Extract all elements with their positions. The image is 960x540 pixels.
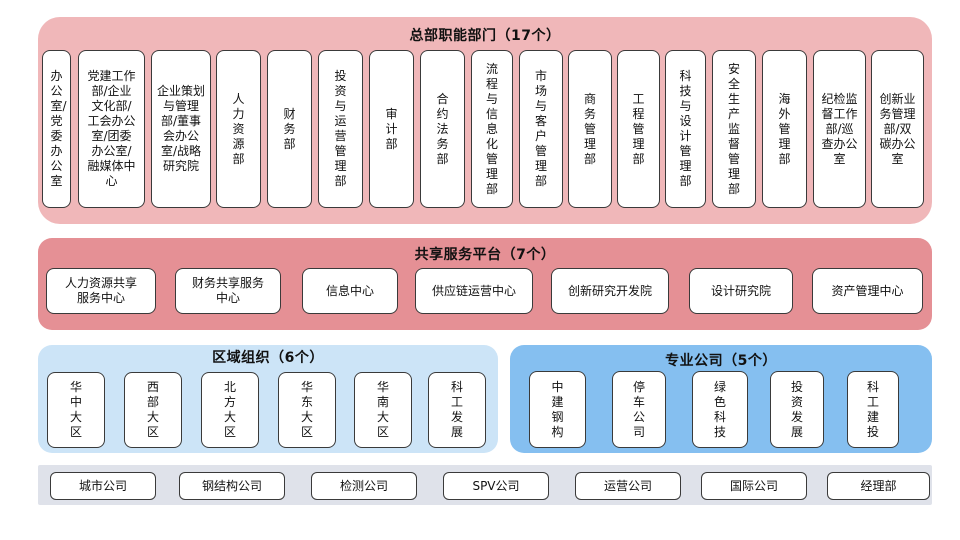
regional-panel: 区域组织（6个） 华中大区 西部大区 北方大区 华东大区 华南大区 科工发展 <box>38 345 498 453</box>
dept-label: 人力资源部 <box>232 91 245 166</box>
dept-box[interactable]: 党建工作部/企业文化部/工会办公室/团委办公室/融媒体中心 <box>78 50 145 208</box>
shared-service-label: 供应链运营中心 <box>431 283 516 298</box>
shared-service-box[interactable]: 财务共享服务 中心 <box>175 268 281 314</box>
region-box[interactable]: 华中大区 <box>47 372 105 448</box>
unit-label: 检测公司 <box>339 478 388 493</box>
shared-service-label: 信息中心 <box>325 283 374 298</box>
dept-box[interactable]: 商务管理部 <box>568 50 612 208</box>
company-label: 投资发展 <box>791 379 804 439</box>
region-label: 华南大区 <box>377 380 390 439</box>
dept-box[interactable]: 海外管理部 <box>762 50 807 208</box>
unit-label: 运营公司 <box>603 478 652 493</box>
shared-service-box[interactable]: 设计研究院 <box>689 268 793 314</box>
unit-box[interactable]: 经理部 <box>827 472 930 500</box>
dept-box[interactable]: 市场与客户管理部 <box>519 50 563 208</box>
region-box[interactable]: 华南大区 <box>354 372 412 448</box>
dept-label: 办公室/党委办公室 <box>50 69 67 188</box>
unit-label: 国际公司 <box>729 478 778 493</box>
company-label: 科工建投 <box>867 379 880 439</box>
region-label: 西部大区 <box>147 380 160 439</box>
dept-box[interactable]: 科技与设计管理部 <box>665 50 706 208</box>
dept-label: 科技与设计管理部 <box>679 69 692 188</box>
dept-label: 合约法务部 <box>436 91 449 166</box>
shared-service-box[interactable]: 创新研究开发院 <box>551 268 669 314</box>
company-box[interactable]: 投资发展 <box>770 371 824 448</box>
dept-box[interactable]: 纪检监督工作部/巡查办公室 <box>813 50 866 208</box>
shared-service-box[interactable]: 人力资源共享 服务中心 <box>46 268 156 314</box>
professional-companies-title: 专业公司（5个） <box>665 353 777 369</box>
company-box[interactable]: 科工建投 <box>847 371 899 448</box>
unit-box[interactable]: 检测公司 <box>311 472 417 500</box>
company-label: 中建钢构 <box>551 379 564 439</box>
company-label: 绿色科技 <box>714 379 727 439</box>
dept-label: 财务部 <box>283 106 296 151</box>
dept-label: 创新业务管理部/双碳办公室 <box>879 91 916 166</box>
region-label: 科工发展 <box>451 380 464 439</box>
company-box[interactable]: 停车公司 <box>612 371 666 448</box>
company-box[interactable]: 中建钢构 <box>529 371 586 448</box>
shared-service-box[interactable]: 供应链运营中心 <box>415 268 533 314</box>
shared-services-title: 共享服务平台（7个） <box>414 247 556 263</box>
dept-box[interactable]: 合约法务部 <box>420 50 465 208</box>
unit-box[interactable]: 国际公司 <box>701 472 807 500</box>
unit-box[interactable]: 钢结构公司 <box>179 472 285 500</box>
dept-box[interactable]: 流程与信息化管理部 <box>471 50 513 208</box>
shared-service-box[interactable]: 资产管理中心 <box>812 268 923 314</box>
shared-service-label: 人力资源共享 服务中心 <box>64 276 137 305</box>
region-box[interactable]: 西部大区 <box>124 372 182 448</box>
dept-box[interactable]: 创新业务管理部/双碳办公室 <box>871 50 924 208</box>
unit-label: 经理部 <box>860 478 897 493</box>
dept-label: 企业策划与管理部/董事会办公室/战略研究院 <box>157 84 206 173</box>
dept-label: 海外管理部 <box>778 91 791 166</box>
region-box[interactable]: 北方大区 <box>201 372 259 448</box>
shared-service-label: 财务共享服务 中心 <box>191 276 264 305</box>
region-label: 华东大区 <box>301 380 314 439</box>
dept-box[interactable]: 安全生产监督管理部 <box>712 50 756 208</box>
region-label: 北方大区 <box>224 380 237 439</box>
unit-box[interactable]: 运营公司 <box>575 472 681 500</box>
region-box[interactable]: 科工发展 <box>428 372 486 448</box>
shared-service-box[interactable]: 信息中心 <box>302 268 398 314</box>
dept-label: 投资与运营管理部 <box>334 69 347 188</box>
dept-box[interactable]: 投资与运营管理部 <box>318 50 363 208</box>
shared-service-label: 创新研究开发院 <box>567 283 652 298</box>
unit-label: 城市公司 <box>78 478 127 493</box>
dept-label: 审计部 <box>385 106 398 151</box>
dept-label: 流程与信息化管理部 <box>486 61 499 196</box>
dept-box[interactable]: 企业策划与管理部/董事会办公室/战略研究院 <box>151 50 211 208</box>
dept-box[interactable]: 人力资源部 <box>216 50 261 208</box>
unit-label: 钢结构公司 <box>201 478 262 493</box>
professional-companies-panel: 专业公司（5个） 中建钢构 停车公司 绿色科技 投资发展 科工建投 <box>510 345 932 453</box>
company-box[interactable]: 绿色科技 <box>692 371 748 448</box>
dept-box[interactable]: 工程管理部 <box>617 50 660 208</box>
headquarters-title: 总部职能部门（17个） <box>409 28 561 44</box>
unit-box[interactable]: SPV公司 <box>443 472 549 500</box>
region-label: 华中大区 <box>70 380 83 439</box>
shared-service-label: 设计研究院 <box>710 283 771 298</box>
shared-services-panel: 共享服务平台（7个） 人力资源共享 服务中心 财务共享服务 中心 信息中心 供应… <box>38 238 932 330</box>
company-label: 停车公司 <box>633 379 646 439</box>
dept-label: 安全生产监督管理部 <box>728 61 741 196</box>
unit-label: SPV公司 <box>472 478 520 493</box>
shared-service-label: 资产管理中心 <box>831 283 904 298</box>
bottom-units-row: 城市公司 钢结构公司 检测公司 SPV公司 运营公司 国际公司 经理部 <box>38 465 932 505</box>
dept-label: 纪检监督工作部/巡查办公室 <box>821 91 858 166</box>
headquarters-panel: 总部职能部门（17个） 办公室/党委办公室 党建工作部/企业文化部/工会办公室/… <box>38 17 932 224</box>
unit-box[interactable]: 城市公司 <box>50 472 156 500</box>
dept-label: 工程管理部 <box>632 91 645 166</box>
dept-label: 商务管理部 <box>584 91 597 166</box>
dept-label: 市场与客户管理部 <box>535 69 548 188</box>
dept-box[interactable]: 审计部 <box>369 50 414 208</box>
region-box[interactable]: 华东大区 <box>278 372 336 448</box>
dept-box[interactable]: 办公室/党委办公室 <box>42 50 71 208</box>
regional-title: 区域组织（6个） <box>212 350 324 366</box>
dept-box[interactable]: 财务部 <box>267 50 312 208</box>
dept-label: 党建工作部/企业文化部/工会办公室/团委办公室/融媒体中心 <box>87 69 136 188</box>
